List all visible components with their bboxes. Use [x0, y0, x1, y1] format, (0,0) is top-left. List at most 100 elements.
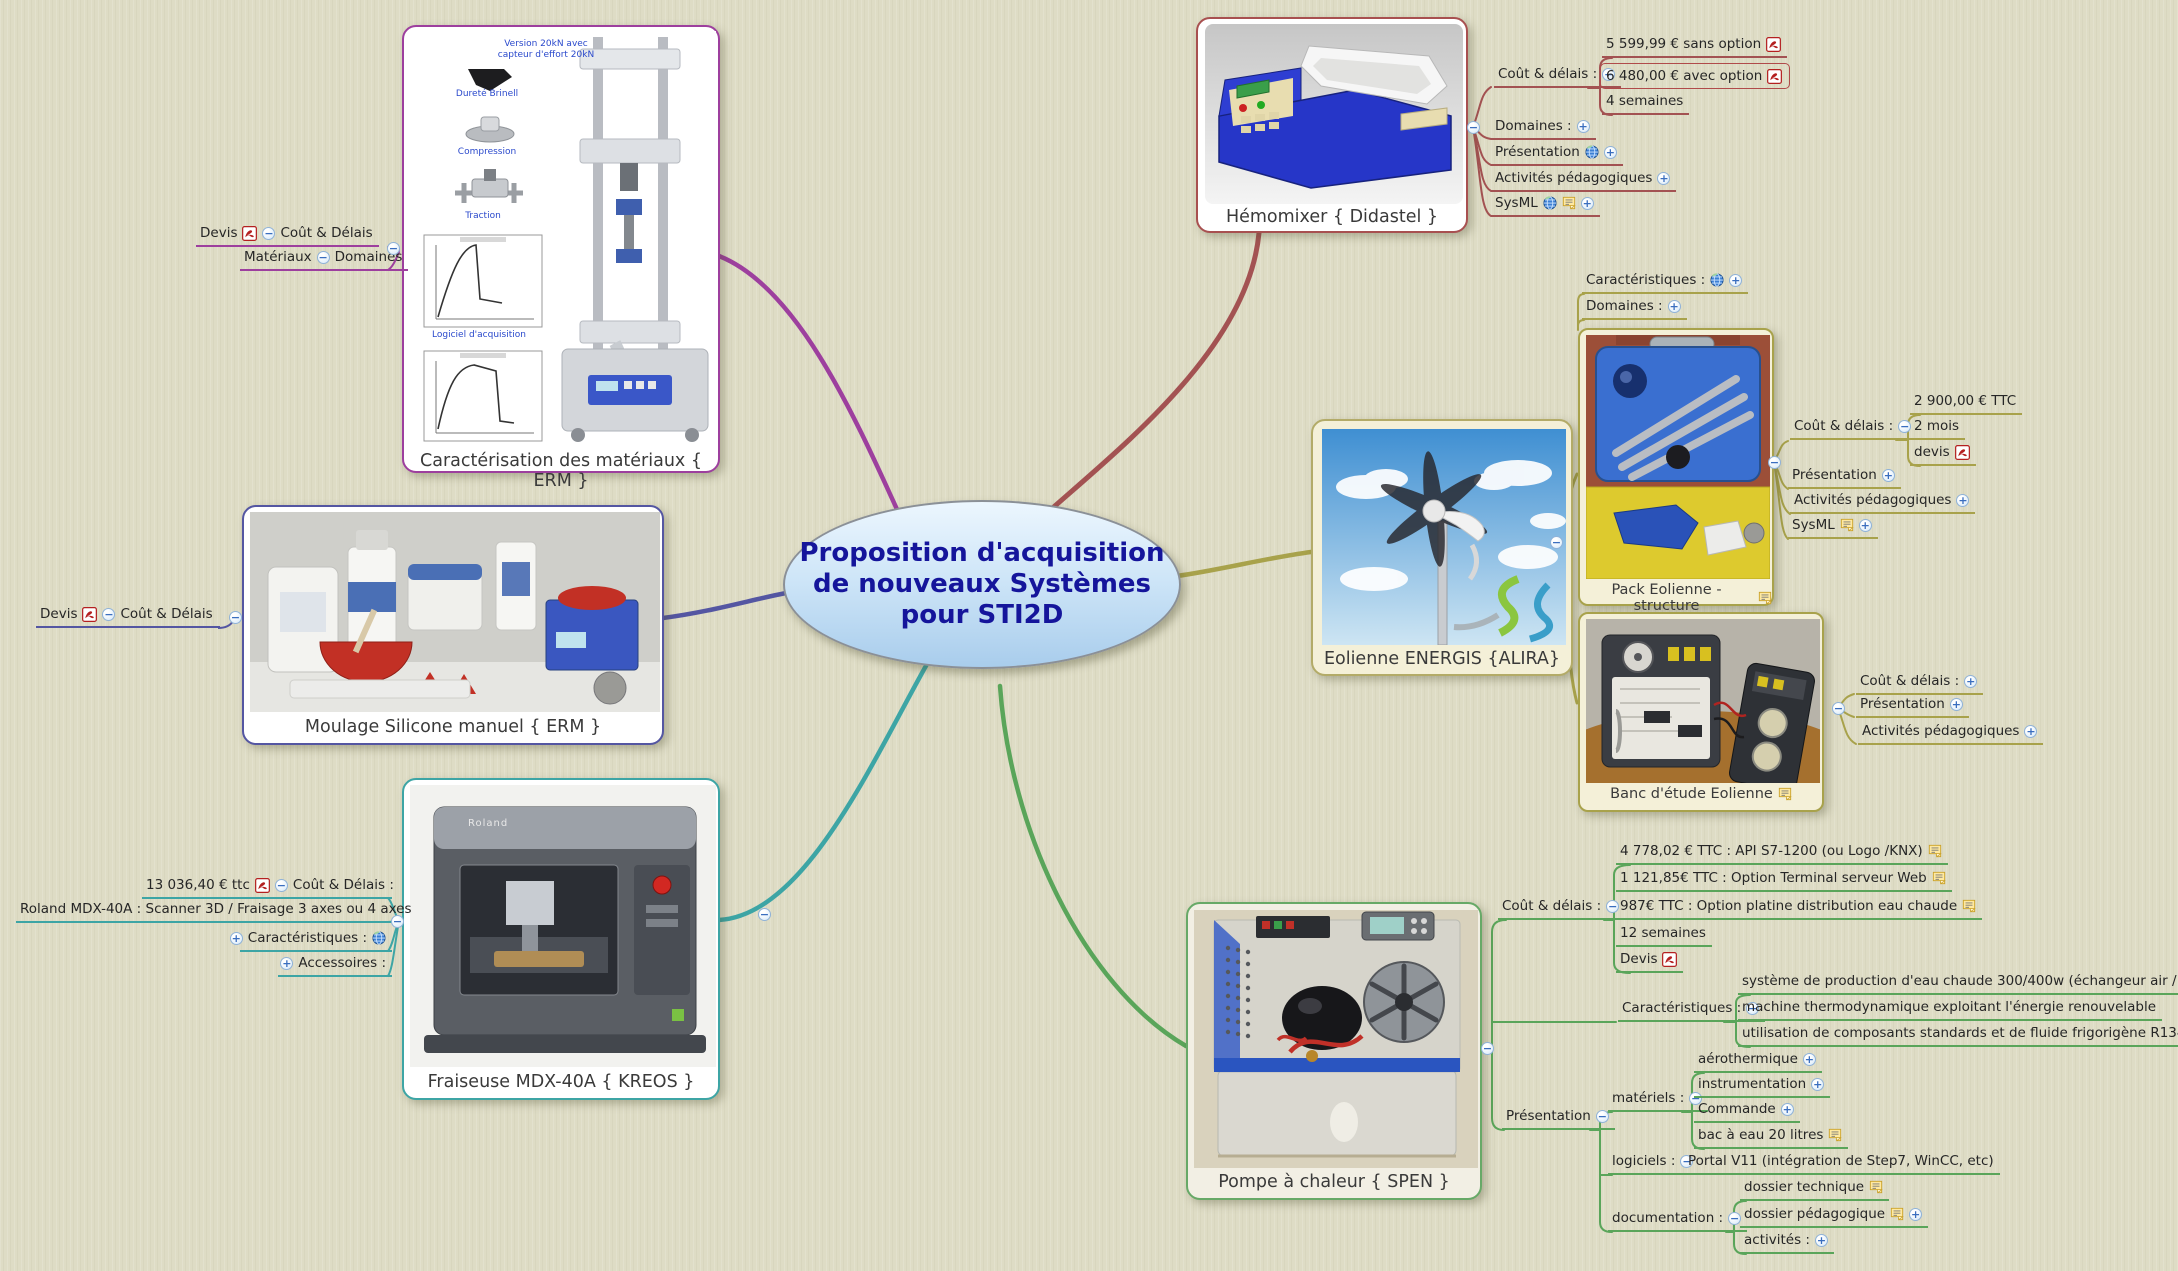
branch-pompe-delai[interactable]: 12 semaines [1616, 924, 1712, 947]
collapse-icon[interactable] [1550, 536, 1563, 549]
pdf-attachment-icon[interactable] [1767, 69, 1782, 84]
collapse-icon[interactable] [1832, 702, 1845, 715]
branch-pompe-instrumentation[interactable]: instrumentation [1694, 1075, 1831, 1098]
note-icon[interactable] [1928, 844, 1942, 858]
branch-hemo-domaines[interactable]: Domaines : [1491, 117, 1596, 140]
expand-icon[interactable] [1909, 1207, 1923, 1221]
pdf-attachment-icon[interactable] [82, 607, 97, 622]
expand-icon[interactable] [1949, 697, 1963, 711]
note-icon[interactable] [1962, 899, 1976, 913]
branch-hemo-delai[interactable]: 4 semaines [1602, 92, 1690, 115]
branch-pack-prix[interactable]: 2 900,00 € TTC [1910, 392, 2023, 415]
branch-moulage-cout-delais[interactable]: Devis Coût & Délais [36, 605, 220, 628]
branch-pack-cout-delais[interactable]: Coût & délais : [1790, 417, 1918, 440]
branch-pompe-activites[interactable]: activités : [1740, 1231, 1834, 1254]
node-eolienne-energis[interactable]: Eolienne ENERGIS {ALIRA} [1311, 419, 1573, 676]
collapse-icon[interactable] [262, 226, 276, 240]
note-icon[interactable] [1562, 196, 1576, 210]
collapse-icon[interactable] [102, 607, 116, 621]
branch-pompe-logiciels[interactable]: logiciels : [1608, 1152, 1700, 1175]
branch-hemo-cout-delais[interactable]: Coût & délais : [1494, 65, 1622, 88]
collapse-icon[interactable] [1680, 1154, 1694, 1168]
branch-pompe-aerothermique[interactable]: aérothermique [1694, 1050, 1822, 1073]
branch-pack-activites[interactable]: Activités pédagogiques [1790, 491, 1976, 514]
collapse-icon[interactable] [1467, 121, 1480, 134]
expand-icon[interactable] [1964, 674, 1978, 688]
collapse-icon[interactable] [1728, 1211, 1742, 1225]
collapse-icon[interactable] [274, 878, 288, 892]
branch-pompe-commande[interactable]: Commande [1694, 1100, 1800, 1123]
expand-icon[interactable] [1580, 196, 1594, 210]
branch-banc-activites[interactable]: Activités pédagogiques [1858, 722, 2044, 745]
branch-fraiseuse-accessoires[interactable]: Accessoires : [278, 954, 392, 977]
collapse-icon[interactable] [1595, 1109, 1609, 1123]
expand-icon[interactable] [2024, 724, 2038, 738]
pdf-attachment-icon[interactable] [255, 878, 270, 893]
branch-pompe-dossier-technique[interactable]: dossier technique [1740, 1178, 1890, 1201]
branch-pack-domaines[interactable]: Domaines : [1582, 297, 1687, 320]
branch-carac-domaines[interactable]: Matériaux Domaines [240, 248, 409, 271]
branch-pompe-bac-eau[interactable]: bac à eau 20 litres [1694, 1126, 1849, 1149]
central-topic[interactable]: Proposition d'acquisition de nouveaux Sy… [783, 500, 1181, 669]
collapse-icon[interactable] [1602, 67, 1616, 81]
branch-hemo-activites[interactable]: Activités pédagogiques [1491, 169, 1677, 192]
collapse-icon[interactable] [1898, 419, 1912, 433]
branch-pompe-option-web[interactable]: 1 121,85€ TTC : Option Terminal serveur … [1616, 869, 1952, 892]
branch-pompe-prix-api[interactable]: 4 778,02 € TTC : API S7-1200 (ou Logo /K… [1616, 842, 1948, 865]
branch-pompe-presentation[interactable]: Présentation [1502, 1107, 1615, 1130]
globe-hyperlink-icon[interactable] [1585, 145, 1599, 159]
expand-icon[interactable] [1956, 493, 1970, 507]
branch-pack-sysml[interactable]: SysML [1788, 516, 1878, 539]
note-icon[interactable] [1778, 787, 1792, 801]
expand-icon[interactable] [229, 931, 243, 945]
collapse-icon[interactable] [316, 250, 330, 264]
branch-hemo-presentation[interactable]: Présentation [1491, 143, 1623, 166]
expand-icon[interactable] [1603, 145, 1617, 159]
branch-pompe-devis[interactable]: Devis [1616, 950, 1684, 973]
collapse-icon[interactable] [1768, 456, 1781, 469]
globe-hyperlink-icon[interactable] [372, 931, 386, 945]
branch-pompe-documentation[interactable]: documentation : [1608, 1209, 1748, 1232]
pdf-attachment-icon[interactable] [1662, 952, 1677, 967]
expand-icon[interactable] [1576, 119, 1590, 133]
expand-icon[interactable] [1802, 1052, 1816, 1066]
node-banc-etude-eolienne[interactable]: Banc d'étude Eolienne [1578, 612, 1824, 812]
collapse-icon[interactable] [1606, 899, 1620, 913]
expand-icon[interactable] [1780, 1102, 1794, 1116]
collapse-icon[interactable] [391, 915, 404, 928]
expand-icon[interactable] [1667, 299, 1681, 313]
expand-icon[interactable] [1657, 171, 1671, 185]
branch-banc-presentation[interactable]: Présentation [1856, 695, 1969, 718]
node-caracterisation-materiaux[interactable]: Version 20kN avec capteur d'effort 20kN … [402, 25, 720, 491]
branch-fraiseuse-cout-delais[interactable]: 13 036,40 € ttc Coût & Délais : [142, 876, 394, 899]
expand-icon[interactable] [1881, 468, 1895, 482]
branch-carac-cout-delais[interactable]: Devis Coût & Délais [196, 224, 379, 247]
node-hemomixer[interactable]: Hémomixer { Didastel } [1196, 17, 1468, 233]
branch-fraiseuse-description[interactable]: Roland MDX-40A : Scanner 3D / Fraisage 3… [16, 900, 412, 923]
branch-hemo-prix-avec-option[interactable]: 6 480,00 € avec option [1600, 63, 1791, 89]
branch-pack-delai[interactable]: 2 mois [1910, 417, 1966, 440]
expand-icon[interactable] [280, 956, 294, 970]
expand-icon[interactable] [1729, 273, 1743, 287]
note-icon[interactable] [1840, 518, 1854, 532]
expand-icon[interactable] [1858, 518, 1872, 532]
branch-pompe-cout-delais[interactable]: Coût & délais : [1498, 897, 1626, 920]
branch-pompe-caracteristiques[interactable]: Caractéristiques : [1618, 999, 1766, 1022]
branch-pompe-option-platine[interactable]: 987€ TTC : Option platine distribution e… [1616, 897, 1983, 920]
branch-pack-devis[interactable]: devis [1910, 443, 1976, 466]
note-icon[interactable] [1758, 591, 1772, 605]
pdf-attachment-icon[interactable] [1955, 445, 1970, 460]
branch-hemo-prix-sans-option[interactable]: 5 599,99 € sans option [1602, 35, 1788, 58]
branch-pompe-dossier-pedagogique[interactable]: dossier pédagogique [1740, 1205, 1929, 1228]
collapse-icon[interactable] [1481, 1042, 1494, 1055]
note-icon[interactable] [1869, 1180, 1883, 1194]
node-pompe-a-chaleur[interactable]: Pompe à chaleur { SPEN } [1186, 902, 1482, 1200]
note-icon[interactable] [1828, 1128, 1842, 1142]
globe-hyperlink-icon[interactable] [1543, 196, 1557, 210]
collapse-icon[interactable] [1746, 1001, 1760, 1015]
expand-icon[interactable] [1814, 1233, 1828, 1247]
globe-hyperlink-icon[interactable] [1710, 273, 1724, 287]
expand-icon[interactable] [1811, 1077, 1825, 1091]
node-pack-eolienne[interactable]: Pack Eolienne - structure [1578, 328, 1774, 614]
collapse-icon[interactable] [758, 908, 771, 921]
